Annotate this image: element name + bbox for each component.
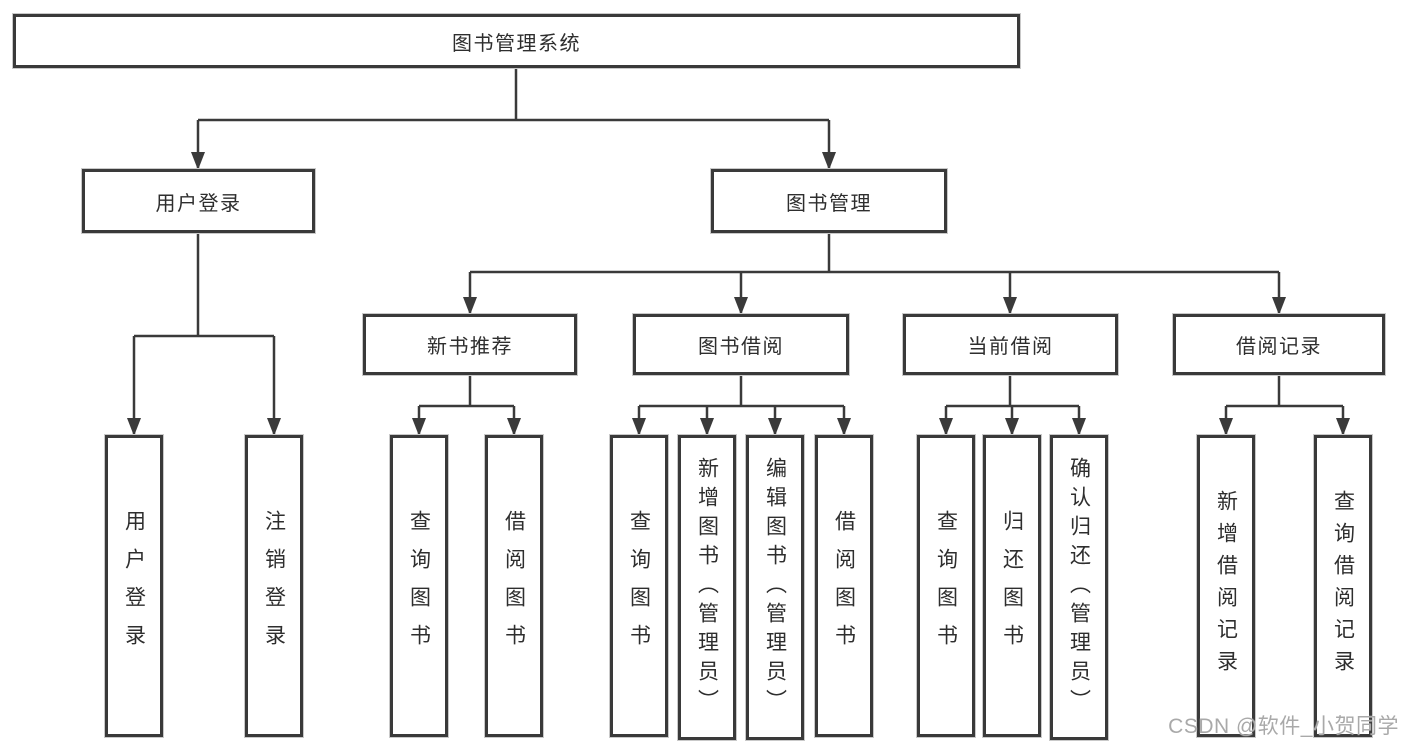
leaf-current-query-books-label: 查询图书 (934, 510, 958, 662)
node-book-borrowing: 图书借阅 (633, 314, 849, 375)
leaf-user-login-label: 用户登录 (122, 510, 146, 662)
node-book-management-branch: 图书管理 (711, 169, 947, 233)
leaf-borrowing-borrow-books-label: 借阅图书 (832, 510, 856, 662)
leaf-borrowing-edit-books-admin-label: 编辑图书（管理员） (763, 457, 787, 718)
leaf-borrowing-query-books-label: 查询图书 (627, 510, 651, 662)
leaf-records-query-record-label: 查询借阅记录 (1331, 490, 1355, 682)
leaf-logout-login: 注销登录 (245, 435, 303, 737)
leaf-current-confirm-return-admin-label: 确认归还（管理员） (1067, 457, 1091, 718)
leaf-current-return-books: 归还图书 (983, 435, 1041, 737)
node-borrowing-records: 借阅记录 (1173, 314, 1385, 375)
leaf-borrowing-add-books-admin-label: 新增图书（管理员） (695, 457, 719, 718)
node-user-login-branch: 用户登录 (82, 169, 315, 233)
leaf-current-return-books-label: 归还图书 (1000, 510, 1024, 662)
leaf-user-login: 用户登录 (105, 435, 163, 737)
leaf-recommend-query-books: 查询图书 (390, 435, 448, 737)
leaf-recommend-borrow-books: 借阅图书 (485, 435, 543, 737)
node-library-management-system: 图书管理系统 (13, 14, 1020, 68)
csdn-watermark: CSDN @软件_小贺同学 (1168, 715, 1399, 738)
leaf-current-query-books: 查询图书 (917, 435, 975, 737)
leaf-records-add-record-label: 新增借阅记录 (1214, 490, 1238, 682)
leaf-borrowing-add-books-admin: 新增图书（管理员） (678, 435, 736, 740)
node-new-book-recommend: 新书推荐 (363, 314, 577, 375)
leaf-recommend-borrow-books-label: 借阅图书 (502, 510, 526, 662)
leaf-records-add-record: 新增借阅记录 (1197, 435, 1255, 737)
leaf-records-query-record: 查询借阅记录 (1314, 435, 1372, 737)
leaf-borrowing-query-books: 查询图书 (610, 435, 668, 737)
leaf-borrowing-borrow-books: 借阅图书 (815, 435, 873, 737)
leaf-logout-login-label: 注销登录 (262, 510, 286, 662)
leaf-current-confirm-return-admin: 确认归还（管理员） (1050, 435, 1108, 740)
leaf-recommend-query-books-label: 查询图书 (407, 510, 431, 662)
leaf-borrowing-edit-books-admin: 编辑图书（管理员） (746, 435, 804, 740)
node-current-borrowing: 当前借阅 (903, 314, 1118, 375)
